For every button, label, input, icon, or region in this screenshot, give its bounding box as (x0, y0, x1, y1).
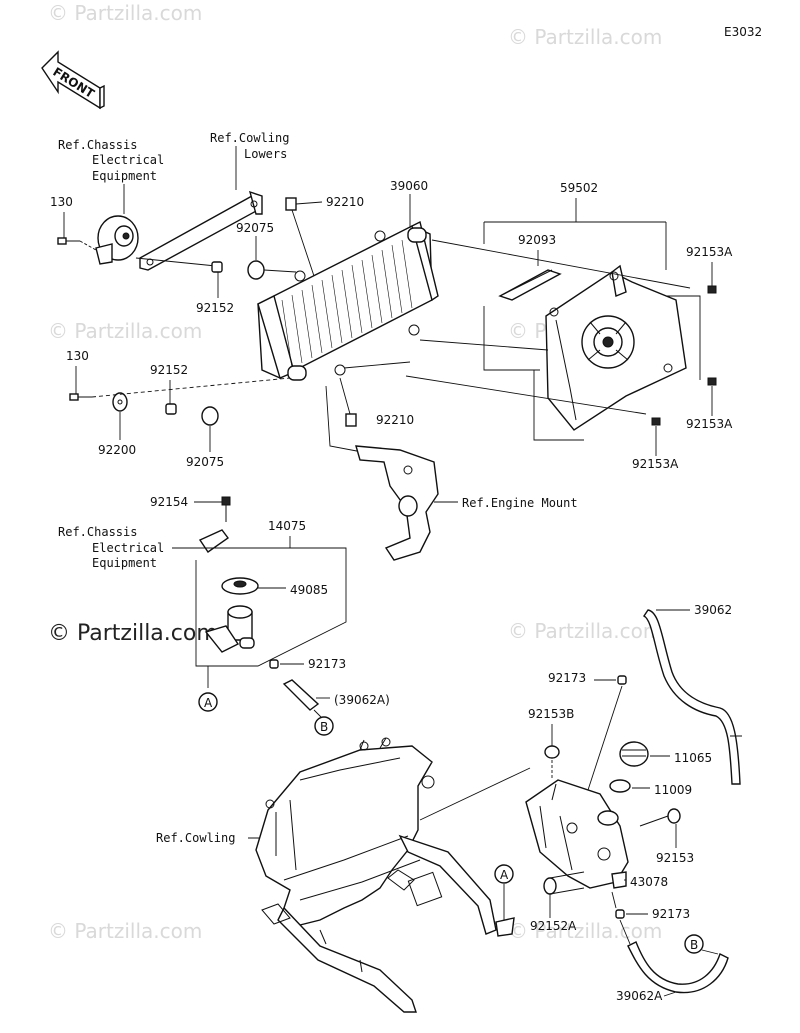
watermark-text: © Partzilla.com (508, 919, 662, 943)
engine-mount-bracket: Ref.Engine Mount (325, 385, 578, 561)
callout-92153B: 92153B (528, 707, 574, 721)
marker-a-bottom: A (494, 864, 515, 937)
callout-14075: 14075 (268, 519, 306, 533)
grommet-92075-top: 92075 (236, 221, 297, 280)
collar-92152A: 92152A (530, 871, 585, 933)
ref-chassis-electrical-mid: Ref.Chassis Electrical Equipment (58, 525, 229, 570)
ref-line: Lowers (244, 147, 287, 161)
marker-b-bottom: B (684, 934, 719, 955)
grommet-92075-bottom: 92075 (186, 406, 224, 469)
callout-39062A-paren: (39062A) (334, 693, 390, 707)
watermark-prominent: © Partzilla.com (48, 621, 218, 646)
callout-39062A: 39062A (616, 989, 663, 1003)
marker-label: B (320, 720, 328, 734)
callout-59502: 59502 (560, 181, 598, 195)
horn-bracket (135, 190, 263, 271)
callout-92153: 92153 (656, 851, 694, 865)
ref-line: Ref.Cowling (210, 131, 289, 145)
hose-39062A-mid: (39062A) (282, 679, 390, 719)
diagram-code: E3032 (724, 25, 762, 39)
callout-92152: 92152 (196, 301, 234, 315)
clamp-92173-bottom: 92173 (611, 891, 690, 921)
callout-92075: 92075 (236, 221, 274, 235)
fan-assembly-59502: 59502 92093 (483, 181, 701, 441)
callout-92153A: 92153A (686, 417, 733, 431)
washer-92200: 92200 (98, 392, 136, 457)
nut-92210-bottom: 92210 (339, 377, 414, 427)
callout-43078: 43078 (630, 875, 668, 889)
callout-130: 130 (66, 349, 89, 363)
callout-92173: 92173 (308, 657, 346, 671)
bolt-92153A-2: 92153A (686, 377, 733, 431)
bolt-130-top: 130 (50, 195, 97, 251)
bolt-92153: 92153 (639, 808, 694, 865)
callout-92075: 92075 (186, 455, 224, 469)
ref-chassis-electrical-top: Ref.Chassis Electrical Equipment (58, 138, 164, 214)
callout-92152A: 92152A (530, 919, 577, 933)
callout-11009: 11009 (654, 783, 692, 797)
bolt-92154: 92154 (150, 495, 231, 522)
horn (95, 215, 139, 265)
frame-cowling-bracket: Ref.Cowling (156, 737, 531, 1013)
callout-92173: 92173 (548, 671, 586, 685)
watermark-text: © Partzilla.com (508, 619, 662, 643)
watermark-text: © Partzilla.com (48, 1, 202, 25)
bolt-92153A-1: 92153A (686, 245, 733, 294)
marker-label: A (500, 868, 509, 882)
marker-b-mid: B (314, 716, 334, 736)
callout-92210: 92210 (376, 413, 414, 427)
callout-92153A: 92153A (686, 245, 733, 259)
watermark-text: © Partzilla.com (48, 919, 202, 943)
collar-92152-bottom: 92152 (150, 363, 188, 415)
reservoir-tank-43078: 43078 (525, 779, 668, 889)
clamp-92173-mid: 92173 (269, 657, 346, 671)
marker-a-mid: A (198, 692, 218, 712)
marker-label: B (690, 938, 698, 952)
callout-39062: 39062 (694, 603, 732, 617)
ref-line: Ref.Chassis (58, 525, 137, 539)
callout-92200: 92200 (98, 443, 136, 457)
hose-39062: 39062 (642, 603, 742, 785)
ref-engine-mount: Ref.Engine Mount (462, 496, 578, 510)
ref-line: Ref.Chassis (58, 138, 137, 152)
ref-cowling-lowers: Ref.Cowling Lowers (210, 131, 289, 190)
callout-92173: 92173 (652, 907, 690, 921)
callout-92152: 92152 (150, 363, 188, 377)
clamp-92173-top-right: 92173 (548, 671, 627, 791)
collar-92152-top: 92152 (196, 261, 234, 315)
gasket-11009: 11009 (609, 779, 692, 797)
ref-line: Equipment (92, 169, 157, 183)
watermark-text: © Partzilla.com (508, 25, 662, 49)
callout-39060: 39060 (390, 179, 428, 193)
front-arrow-icon: FRONT (41, 50, 105, 110)
reservoir-cap-11065: 11065 (619, 741, 712, 767)
ref-cowling: Ref.Cowling (156, 831, 235, 845)
nut-92210-top: 92210 (285, 195, 364, 289)
bolt-130-bottom: 130 (66, 349, 92, 401)
callout-92153A: 92153A (632, 457, 679, 471)
bolt-92153A-3: 92153A (632, 417, 679, 471)
ref-line: Electrical (92, 153, 164, 167)
callout-92210: 92210 (326, 195, 364, 209)
radiator-core-fins (281, 239, 413, 369)
ref-line: Equipment (92, 556, 157, 570)
callout-92154: 92154 (150, 495, 188, 509)
callout-130: 130 (50, 195, 73, 209)
filler-neck-14075: 14075 49085 (195, 519, 347, 688)
ref-line: Electrical (92, 541, 164, 555)
callout-49085: 49085 (290, 583, 328, 597)
callout-11065: 11065 (674, 751, 712, 765)
watermark-text: © Partzilla.com (48, 319, 202, 343)
radiator-39060: 39060 (257, 179, 439, 381)
marker-label: A (204, 696, 213, 710)
callout-92093: 92093 (518, 233, 556, 247)
bolt-92153B: 92153B (528, 707, 574, 778)
hose-39062A: 39062A (616, 919, 729, 1003)
